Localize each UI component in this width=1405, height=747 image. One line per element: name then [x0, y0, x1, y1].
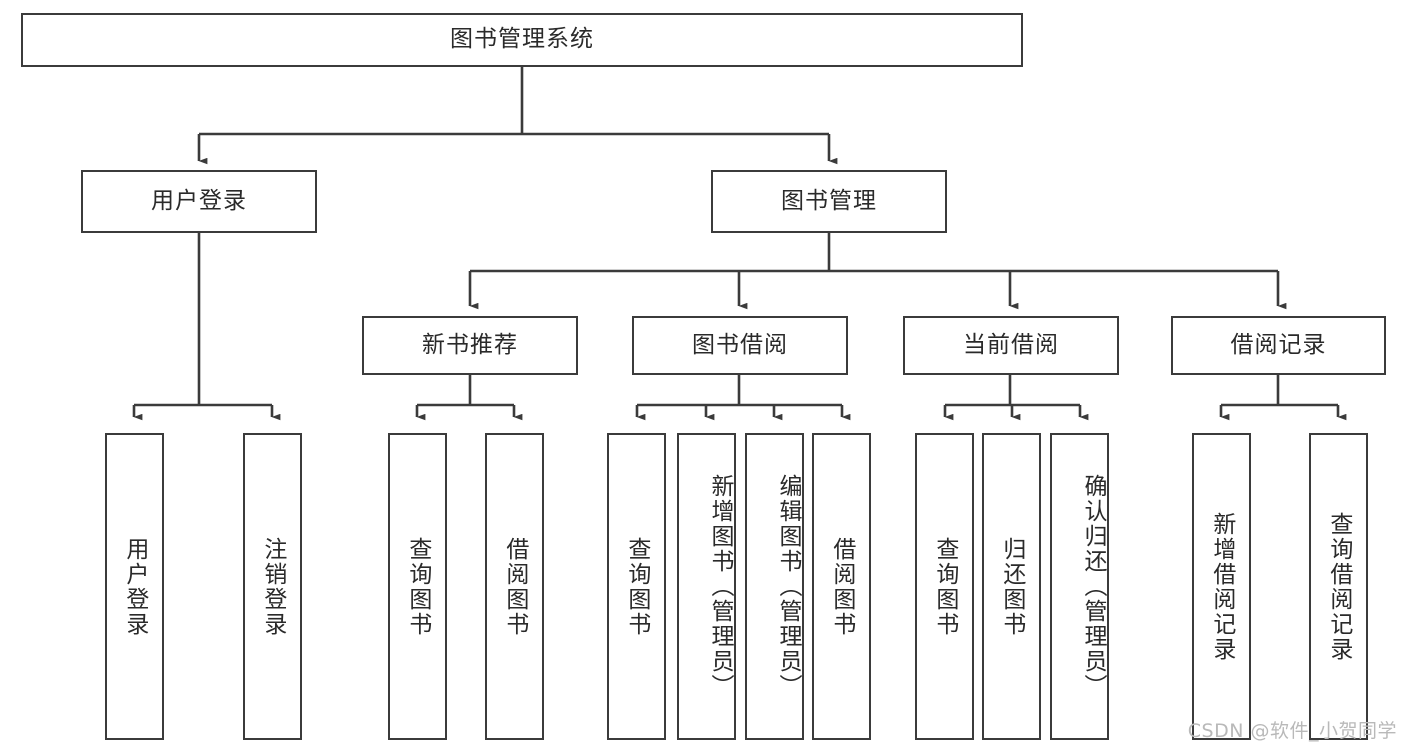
- leaf-book-borrow-add-book[interactable]: 新增图书（管理员）: [677, 433, 736, 740]
- node-label: 借阅图书: [501, 536, 528, 637]
- leaf-user-login-signin[interactable]: 用户登录: [105, 433, 164, 740]
- node-label: 借阅记录: [1230, 331, 1327, 358]
- leaf-new-book-query[interactable]: 查询图书: [388, 433, 447, 740]
- leaf-book-borrow-edit-book[interactable]: 编辑图书（管理员）: [745, 433, 804, 740]
- node-borrow-record[interactable]: 借阅记录: [1171, 316, 1386, 375]
- leaf-borrow-record-add[interactable]: 新增借阅记录: [1192, 433, 1251, 740]
- node-label: 查询图书: [404, 536, 431, 637]
- node-label: 查询借阅记录: [1325, 511, 1352, 662]
- node-label: 当前借阅: [963, 331, 1059, 358]
- leaf-book-borrow-borrow-book[interactable]: 借阅图书: [812, 433, 871, 740]
- node-label: 归还图书: [998, 536, 1025, 637]
- node-label: 确认归还（管理员）: [1080, 474, 1106, 699]
- node-label: 用户登录: [151, 187, 247, 214]
- leaf-current-borrow-confirm-return[interactable]: 确认归还（管理员）: [1050, 433, 1109, 740]
- node-new-book-recommend[interactable]: 新书推荐: [362, 316, 578, 375]
- node-label: 新增图书（管理员）: [707, 474, 733, 699]
- leaf-borrow-record-query[interactable]: 查询借阅记录: [1309, 433, 1368, 740]
- leaf-current-borrow-return[interactable]: 归还图书: [982, 433, 1041, 740]
- node-root-book-management-system[interactable]: 图书管理系统: [21, 13, 1023, 67]
- node-label: 注销登录: [259, 536, 286, 637]
- leaf-new-book-borrow[interactable]: 借阅图书: [485, 433, 544, 740]
- node-label: 图书管理系统: [450, 26, 594, 53]
- node-label: 用户登录: [121, 536, 148, 637]
- node-label: 借阅图书: [828, 536, 855, 637]
- node-label: 图书管理: [781, 187, 877, 214]
- leaf-current-borrow-query[interactable]: 查询图书: [915, 433, 974, 740]
- watermark: CSDN @软件_小贺同学: [1187, 720, 1397, 742]
- node-label: 新增借阅记录: [1208, 511, 1235, 662]
- node-current-borrow[interactable]: 当前借阅: [903, 316, 1119, 375]
- node-book-borrow[interactable]: 图书借阅: [632, 316, 848, 375]
- node-label: 查询图书: [623, 536, 650, 637]
- leaf-user-login-signout[interactable]: 注销登录: [243, 433, 302, 740]
- node-label: 查询图书: [931, 536, 958, 637]
- node-user-login[interactable]: 用户登录: [81, 170, 317, 233]
- node-label: 新书推荐: [422, 331, 518, 358]
- node-label: 编辑图书（管理员）: [775, 474, 801, 699]
- node-book-management[interactable]: 图书管理: [711, 170, 947, 233]
- leaf-book-borrow-query[interactable]: 查询图书: [607, 433, 666, 740]
- node-label: 图书借阅: [692, 331, 788, 358]
